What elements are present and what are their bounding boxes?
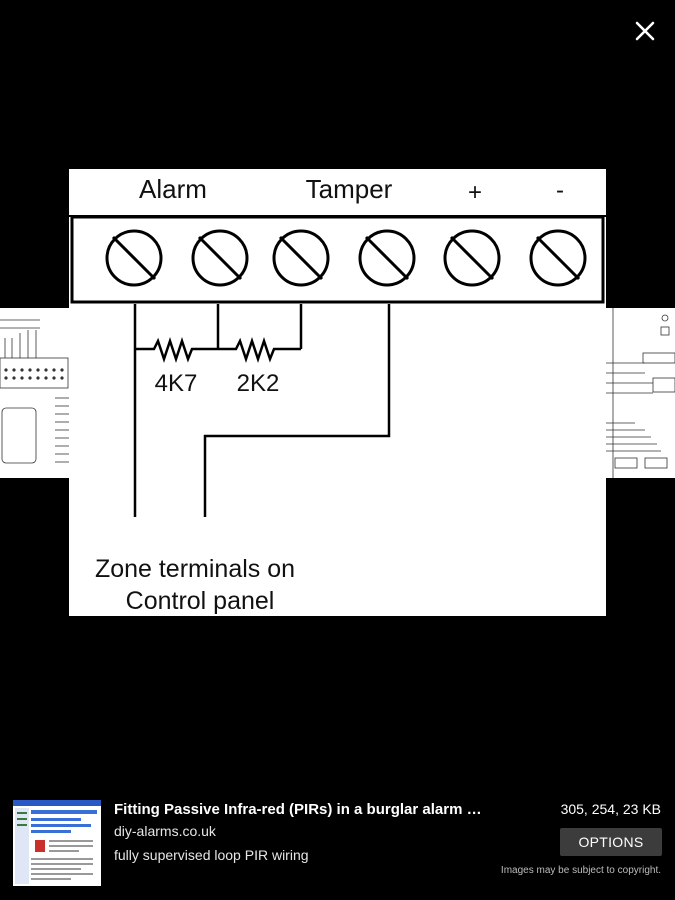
zone-caption-line1: Zone terminals on xyxy=(95,555,295,583)
close-button[interactable] xyxy=(628,14,662,48)
screw-terminal xyxy=(529,229,587,287)
resistor-label-2k2: 2K2 xyxy=(237,370,280,397)
terminal-label-tamper: Tamper xyxy=(306,174,393,204)
terminal-label-minus: - xyxy=(556,177,564,204)
source-page-thumbnail[interactable] xyxy=(13,800,101,886)
screw-terminal xyxy=(443,229,501,287)
next-image-thumbnail[interactable] xyxy=(605,308,675,478)
result-caption: fully supervised loop PIR wiring xyxy=(114,847,309,863)
wiring xyxy=(133,304,391,517)
screw-terminal xyxy=(105,229,163,287)
screw-terminal xyxy=(272,229,330,287)
terminal-label-alarm: Alarm xyxy=(139,174,207,204)
copyright-notice: Images may be subject to copyright. xyxy=(500,865,661,876)
main-image[interactable]: Alarm Tamper + - 4K7 2K2 xyxy=(69,169,606,616)
screw-terminal xyxy=(191,229,249,287)
screw-terminal xyxy=(358,229,416,287)
terminal-label-plus: + xyxy=(468,179,482,206)
result-domain[interactable]: diy-alarms.co.uk xyxy=(114,823,216,839)
resistor-4k7 xyxy=(135,337,218,363)
resistor-label-4k7: 4K7 xyxy=(155,370,198,397)
result-title[interactable]: Fitting Passive Infra-red (PIRs) in a bu… xyxy=(114,801,486,818)
image-metadata: 305, 254, 23 KB xyxy=(560,801,661,817)
resistor-2k2 xyxy=(218,337,301,363)
previous-image-thumbnail[interactable] xyxy=(0,308,70,478)
options-button[interactable]: OPTIONS xyxy=(560,828,662,856)
close-icon xyxy=(635,21,655,41)
zone-caption-line2: Control panel xyxy=(126,587,275,615)
